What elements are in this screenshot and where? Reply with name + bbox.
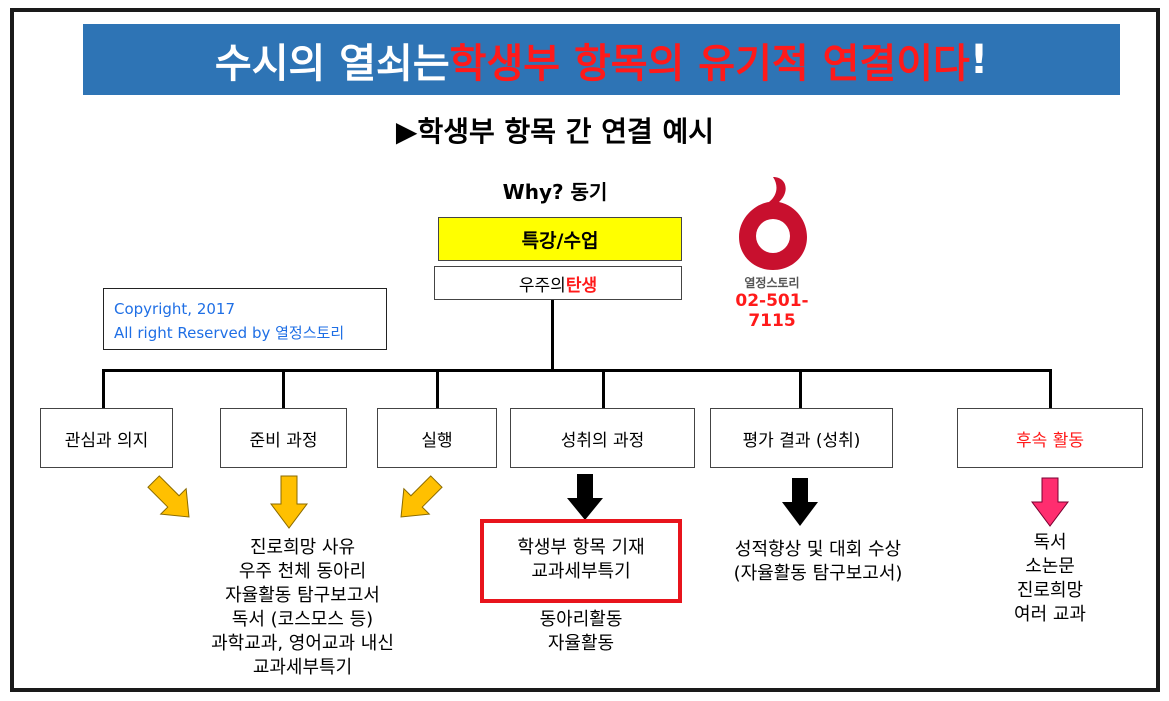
stage-box: 관심과 의지: [40, 408, 173, 468]
topic-text: 우주의: [518, 275, 566, 296]
list-item: (자율활동 탐구보고서): [733, 563, 903, 584]
list-item: 과학교과, 영어교과 내신: [211, 633, 394, 654]
result-list: 성적향상 및 대회 수상 (자율활동 탐구보고서): [700, 538, 936, 586]
connector-line: [551, 300, 554, 371]
list-item: 독서: [1033, 532, 1067, 553]
slide-frame: [10, 8, 1160, 692]
stage-box: 평가 결과 (성취): [710, 408, 893, 468]
connector-line: [602, 369, 605, 409]
stage-box: 후속 활동: [957, 408, 1143, 468]
lecture-box: 특강/수업: [438, 217, 682, 261]
list-item: 자율활동: [547, 633, 615, 654]
list-item: 소논문: [1025, 556, 1075, 577]
list-item: 교과세부특기: [252, 657, 353, 678]
stage-box: 실행: [377, 408, 497, 468]
list-item: 동아리활동: [539, 609, 623, 630]
record-list: 학생부 항목 기재 교과세부특기: [480, 536, 682, 584]
record-extra-list: 동아리활동 자율활동: [480, 608, 682, 656]
list-item: 교과세부특기: [531, 561, 631, 582]
list-item: 진로희망 사유: [249, 537, 356, 558]
topic-highlight: 탄생: [565, 275, 598, 296]
list-item: 자율활동 탐구보고서: [225, 585, 380, 606]
connector-line: [102, 369, 105, 409]
subtitle: ▶학생부 항목 간 연결 예시: [395, 115, 715, 148]
connector-line: [102, 369, 1052, 372]
logo-icon: [739, 177, 807, 270]
copyright-line: Copyright, 2017: [114, 300, 236, 318]
logo-phone: 02-501-7115: [735, 291, 809, 331]
connector-line: [436, 369, 439, 409]
connector-line: [799, 369, 802, 409]
title-banner: 수시의 열쇠는 학생부 항목의 유기적 연결이다!: [83, 24, 1120, 95]
prep-list: 진로희망 사유 우주 천체 동아리 자율활동 탐구보고서 독서 (코스모스 등)…: [160, 536, 445, 680]
copyright-box: Copyright, 2017 All right Reserved by 열정…: [103, 288, 387, 350]
arrow-down-icon: [567, 474, 603, 520]
stage-box: 성취의 과정: [510, 408, 695, 468]
connector-line: [1049, 369, 1052, 409]
arrow-down-icon: [270, 475, 308, 529]
arrow-down-icon: [1031, 477, 1069, 527]
list-item: 진로희망: [1016, 580, 1084, 601]
logo-name: 열정스토리: [744, 276, 800, 290]
record-box: [480, 519, 682, 603]
title-text: 수시의 열쇠는: [214, 40, 450, 87]
arrow-down-right-icon: [147, 475, 190, 518]
list-item: 우주 천체 동아리: [238, 561, 367, 582]
topic-box: 우주의 탄생: [434, 266, 682, 300]
list-item: 여러 교과: [1014, 604, 1086, 625]
follow-list: 독서 소논문 진로희망 여러 교과: [980, 531, 1120, 627]
motive-label: Why? 동기: [502, 180, 608, 204]
stage-box: 준비 과정: [220, 408, 347, 468]
copyright-line: All right Reserved by 열정스토리: [114, 324, 345, 342]
arrow-down-left-icon: [400, 475, 443, 518]
title-highlight: 학생부 항목의 유기적 연결이다: [449, 40, 970, 87]
arrow-down-icon: [782, 478, 818, 526]
list-item: 독서 (코스모스 등): [231, 609, 374, 630]
list-item: 학생부 항목 기재: [517, 537, 645, 558]
title-exclaim: !: [969, 36, 989, 83]
connector-line: [282, 369, 285, 409]
list-item: 성적향상 및 대회 수상: [734, 539, 902, 560]
